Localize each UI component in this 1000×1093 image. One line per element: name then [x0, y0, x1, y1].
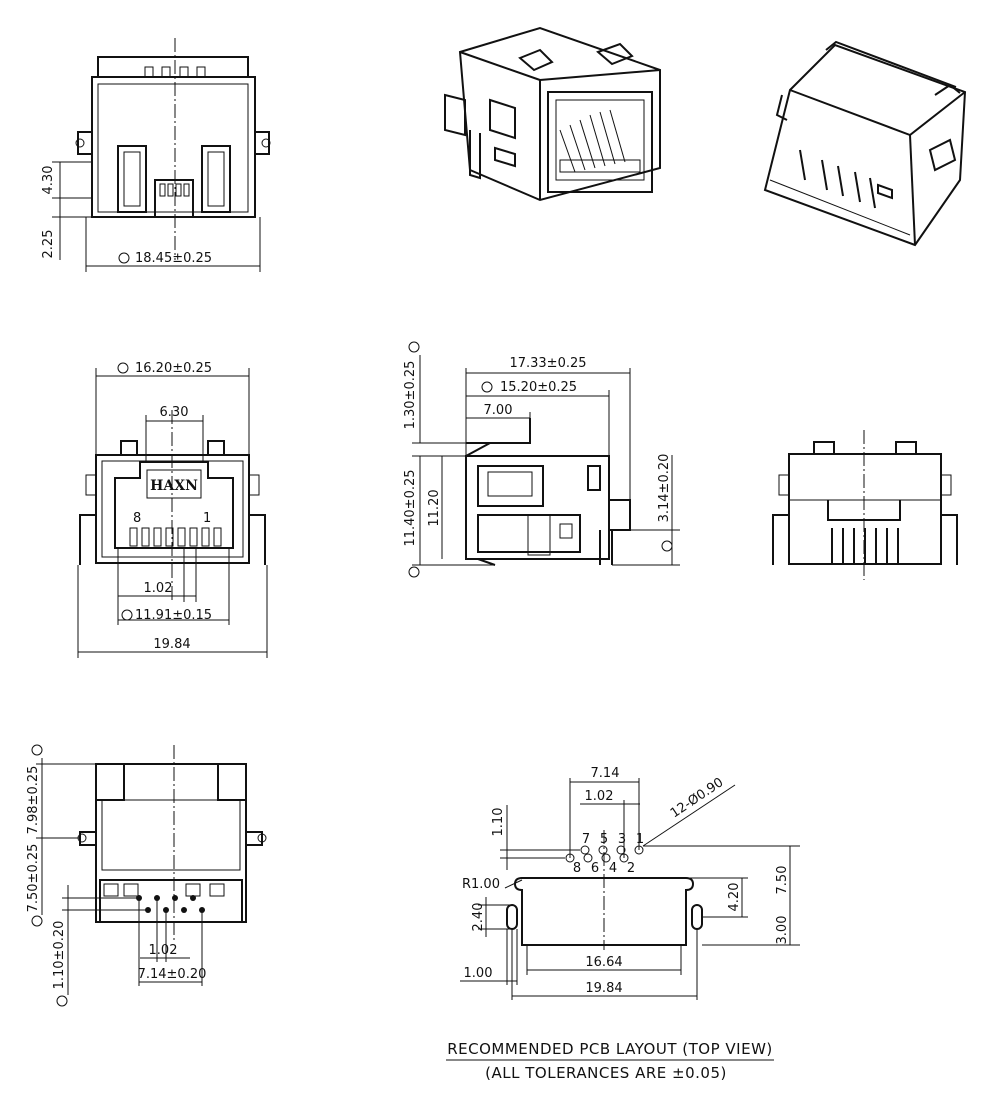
critical-dim-symbol — [31, 915, 43, 927]
dim-11-20: 11.20 — [427, 489, 442, 526]
pcb-pin-8: 8 — [573, 861, 581, 876]
dim-1-30: 1.30±0.25 — [403, 361, 418, 430]
pcb-dim-4-20: 4.20 — [727, 883, 742, 912]
critical-dim-symbol — [661, 540, 673, 552]
dim-3-14: 3.14±0.20 — [657, 454, 672, 523]
dim-7-14: 7.14±0.20 — [138, 967, 207, 982]
dim-18-45: 18.45±0.25 — [135, 251, 212, 266]
dim-11-40: 11.40±0.25 — [403, 469, 418, 546]
pcb-dim-holes: 12-Ø0.90 — [668, 775, 726, 821]
dim-1-02: 1.02 — [144, 581, 173, 596]
front-view: HAXN 8 1 16.20±0.25 6.30 1.02 11.91±0.15 — [77, 361, 268, 658]
dim-15-20: 15.20±0.25 — [500, 380, 577, 395]
pcb-dim-1-10: 1.10 — [491, 808, 506, 837]
critical-dim-symbol — [56, 995, 68, 1007]
critical-dim-symbol — [31, 744, 43, 756]
dim-4-30: 4.30 — [41, 166, 56, 195]
isometric-front — [444, 26, 661, 202]
dim-6-30: 6.30 — [160, 405, 189, 420]
pcb-dim-16-64: 16.64 — [585, 955, 622, 970]
side-view: 17.33±0.25 15.20±0.25 7.00 1.30±0.25 11.… — [403, 341, 680, 578]
pcb-pin-2: 2 — [627, 861, 635, 876]
pin-8-label: 8 — [133, 511, 141, 526]
rear-view: 4.30 2.25 18.45±0.25 — [41, 38, 271, 272]
critical-dim-symbol — [408, 341, 420, 353]
pcb-pin-7: 7 — [582, 832, 590, 847]
dim-1-10: 1.10±0.20 — [52, 921, 67, 990]
critical-dim-symbol — [118, 252, 130, 264]
pcb-dim-3-00: 3.00 — [775, 916, 790, 945]
pcb-dim-1-02: 1.02 — [585, 789, 614, 804]
critical-dim-symbol — [117, 362, 129, 374]
pcb-pin-1: 1 — [636, 832, 644, 847]
pcb-pin-6: 6 — [591, 861, 599, 876]
pcb-pin-4: 4 — [609, 861, 617, 876]
dim-1-02: 1.02 — [149, 943, 178, 958]
pcb-caption: RECOMMENDED PCB LAYOUT (TOP VIEW) (ALL T… — [446, 1040, 774, 1082]
rear-plain-view — [772, 430, 958, 580]
pcb-dim-radius: R1.00 — [462, 877, 500, 892]
dim-11-91: 11.91±0.15 — [135, 608, 212, 623]
dim-7-00: 7.00 — [484, 403, 513, 418]
pcb-dim-2-40: 2.40 — [471, 903, 486, 932]
dim-16-20: 16.20±0.25 — [135, 361, 212, 376]
critical-dim-symbol — [121, 609, 133, 621]
bottom-view: 7.98±0.25 7.50±0.25 1.10±0.20 1.02 7.14±… — [26, 744, 267, 1007]
dim-7-98: 7.98±0.25 — [26, 766, 41, 835]
dim-19-84: 19.84 — [153, 637, 190, 652]
pcb-layout: 7 5 3 1 8 6 4 2 7.14 1.02 12-Ø0.90 1.10 … — [460, 766, 800, 1000]
isometric-rear — [763, 40, 967, 247]
critical-dim-symbol — [408, 566, 420, 578]
dim-17-33: 17.33±0.25 — [509, 356, 586, 371]
caption-line-2: (ALL TOLERANCES ARE ±0.05) — [485, 1064, 727, 1082]
pcb-dim-7-50: 7.50 — [775, 866, 790, 895]
pcb-pin-5: 5 — [600, 832, 608, 847]
pcb-dim-1-00: 1.00 — [464, 966, 493, 981]
pcb-dim-19-84: 19.84 — [585, 981, 622, 996]
pin-1-label: 1 — [203, 511, 211, 526]
pcb-dim-7-14: 7.14 — [591, 766, 620, 781]
dim-2-25: 2.25 — [41, 230, 56, 259]
critical-dim-symbol — [481, 381, 493, 393]
caption-line-1: RECOMMENDED PCB LAYOUT (TOP VIEW) — [447, 1040, 773, 1058]
dim-7-50: 7.50±0.25 — [26, 844, 41, 913]
brand-label: HAXN — [150, 478, 198, 494]
pcb-pin-3: 3 — [618, 832, 626, 847]
